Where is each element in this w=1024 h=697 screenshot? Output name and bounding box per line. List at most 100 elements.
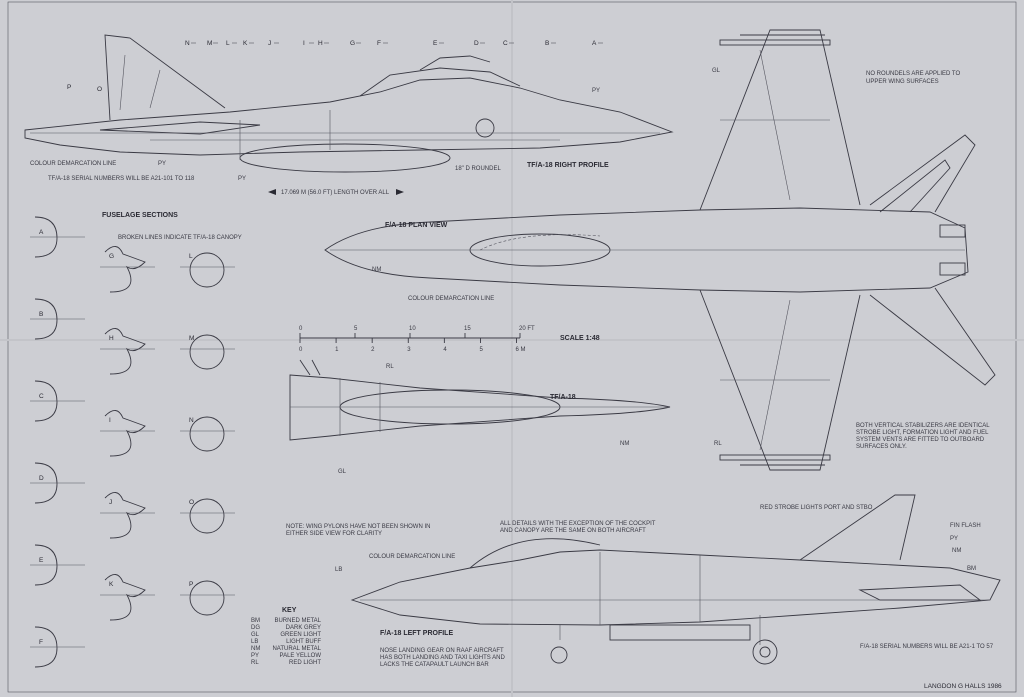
section-label: B <box>39 311 43 318</box>
pylon-note-line: EITHER SIDE VIEW FOR CLARITY <box>286 531 382 537</box>
section-label: E <box>39 557 44 564</box>
key-code: GL <box>251 632 260 638</box>
length-label: 17.069 M (56.0 FT) LENGTH OVER ALL <box>281 190 390 196</box>
key-code: RL <box>251 660 259 666</box>
section-N: N <box>180 416 235 452</box>
demarcation-label: COLOUR DEMARCATION LINE <box>30 161 116 167</box>
plan-view-drawing <box>324 29 996 471</box>
section-marker: J <box>268 40 271 47</box>
label-py: PY <box>238 176 246 182</box>
key-legend: BM BURNED METAL DG DARK GREY GL GREEN LIGHT LB… <box>251 618 322 666</box>
section-P: P <box>180 580 235 616</box>
label-nm: NM <box>952 548 961 554</box>
label-py: PY <box>950 536 958 542</box>
section-J: J <box>100 492 155 539</box>
ft-tick-label: 5 <box>354 326 358 332</box>
section-L: L <box>180 252 235 288</box>
ft-tick-label: 15 <box>464 326 471 332</box>
roundel-note-line: UPPER WING SURFACES <box>866 79 939 85</box>
key-name: BURNED METAL <box>274 618 321 624</box>
tf18-plan-drawing <box>289 359 671 441</box>
section-C: C <box>30 380 85 422</box>
stabilizer-note-line: SURFACES ONLY. <box>856 444 907 450</box>
section-marker: B <box>545 40 549 47</box>
key-name: DARK GREY <box>286 625 321 631</box>
section-marker: L <box>226 40 230 47</box>
section-marker: D <box>474 40 479 47</box>
key-title: KEY <box>282 607 297 614</box>
ft-tick-label: 10 <box>409 326 416 332</box>
section-marker: H <box>318 40 323 47</box>
key-name: GREEN LIGHT <box>280 632 321 638</box>
section-O: O <box>180 498 235 534</box>
section-label: K <box>109 581 114 588</box>
stabilizer-note-line: SYSTEM VENTS ARE FITTED TO OUTBOARD <box>856 437 985 443</box>
section-label: J <box>109 499 112 506</box>
plan-view-title: F/A-18 PLAN VIEW <box>385 222 448 229</box>
label-py: PY <box>158 161 166 167</box>
ft-tick-label: 0 <box>299 326 303 332</box>
section-marker: F <box>377 40 381 47</box>
section-marker: N <box>185 40 190 47</box>
section-label: N <box>189 417 194 424</box>
gear-note-line: NOSE LANDING GEAR ON RAAF AIRCRAFT <box>380 648 504 654</box>
serial-note: TF/A-18 SERIAL NUMBERS WILL BE A21-101 T… <box>48 176 195 182</box>
key-code: LB <box>251 639 258 645</box>
section-K: K <box>100 574 155 621</box>
label-o: O <box>97 86 102 93</box>
key-code: NM <box>251 646 260 652</box>
label-py: PY <box>592 88 600 94</box>
m-tick-label: 6 M <box>516 347 526 353</box>
stabilizer-note-line: STROBE LIGHT, FORMATION LIGHT AND FUEL <box>856 430 989 436</box>
m-tick-label: 2 <box>371 347 375 353</box>
key-name: LIGHT BUFF <box>286 639 321 645</box>
label-gl: GL <box>712 68 721 74</box>
demarcation-label: COLOUR DEMARCATION LINE <box>369 554 455 560</box>
gear-note-line: HAS BOTH LANDING AND TAXI LIGHTS AND <box>380 655 505 661</box>
roundel-label: 18" D ROUNDEL <box>455 166 501 172</box>
section-label: C <box>39 393 44 400</box>
serial-note: F/A-18 SERIAL NUMBERS WILL BE A21-1 TO 5… <box>860 644 994 650</box>
section-marker: G <box>350 40 355 47</box>
fin-flash-label: FIN FLASH <box>950 523 981 529</box>
roundel-note-line: NO ROUNDELS ARE APPLIED TO <box>866 71 960 77</box>
label-rl: RL <box>714 441 722 447</box>
section-F: F <box>30 626 85 668</box>
section-H: H <box>100 328 155 375</box>
section-marker: E <box>433 40 438 47</box>
pylon-note-line: NOTE: WING PYLONS HAVE NOT BEEN SHOWN IN <box>286 524 430 530</box>
gear-note-line: LACKS THE CATAPAULT LAUNCH BAR <box>380 662 489 668</box>
m-tick-label: 4 <box>443 347 447 353</box>
label-lb: LB <box>335 567 342 573</box>
m-tick-label: 3 <box>407 347 411 353</box>
section-I: I <box>100 410 155 457</box>
ft-tick-label: 20 FT <box>519 326 535 332</box>
left-profile-drawing <box>350 494 1001 665</box>
section-M: M <box>180 334 235 370</box>
section-A: A <box>30 216 85 258</box>
key-name: PALE YELLOW <box>280 653 322 659</box>
section-marker: C <box>503 40 508 47</box>
label-bm: BM <box>967 566 976 572</box>
section-marker: M <box>207 40 212 47</box>
section-label: A <box>39 229 44 236</box>
strobe-label: RED STROBE LIGHTS PORT AND STBO <box>760 505 873 511</box>
section-label: F <box>39 639 43 646</box>
section-label: P <box>189 581 193 588</box>
key-code: BM <box>251 618 260 624</box>
section-B: B <box>30 298 85 340</box>
credit: LANGDON G HALLS 1986 <box>924 683 1002 690</box>
section-E: E <box>30 544 85 586</box>
key-code: DG <box>251 625 260 631</box>
section-label: L <box>189 253 193 260</box>
tf18-title: TF/A-18 <box>550 394 576 401</box>
demarcation-label: COLOUR DEMARCATION LINE <box>408 296 494 302</box>
m-tick-label: 5 <box>479 347 483 353</box>
right-profile-title: TF/A-18 RIGHT PROFILE <box>527 162 609 169</box>
details-note-line: AND CANOPY ARE THE SAME ON BOTH AIRCRAFT <box>500 528 646 534</box>
stabilizer-note-line: BOTH VERTICAL STABILIZERS ARE IDENTICAL <box>856 423 990 429</box>
